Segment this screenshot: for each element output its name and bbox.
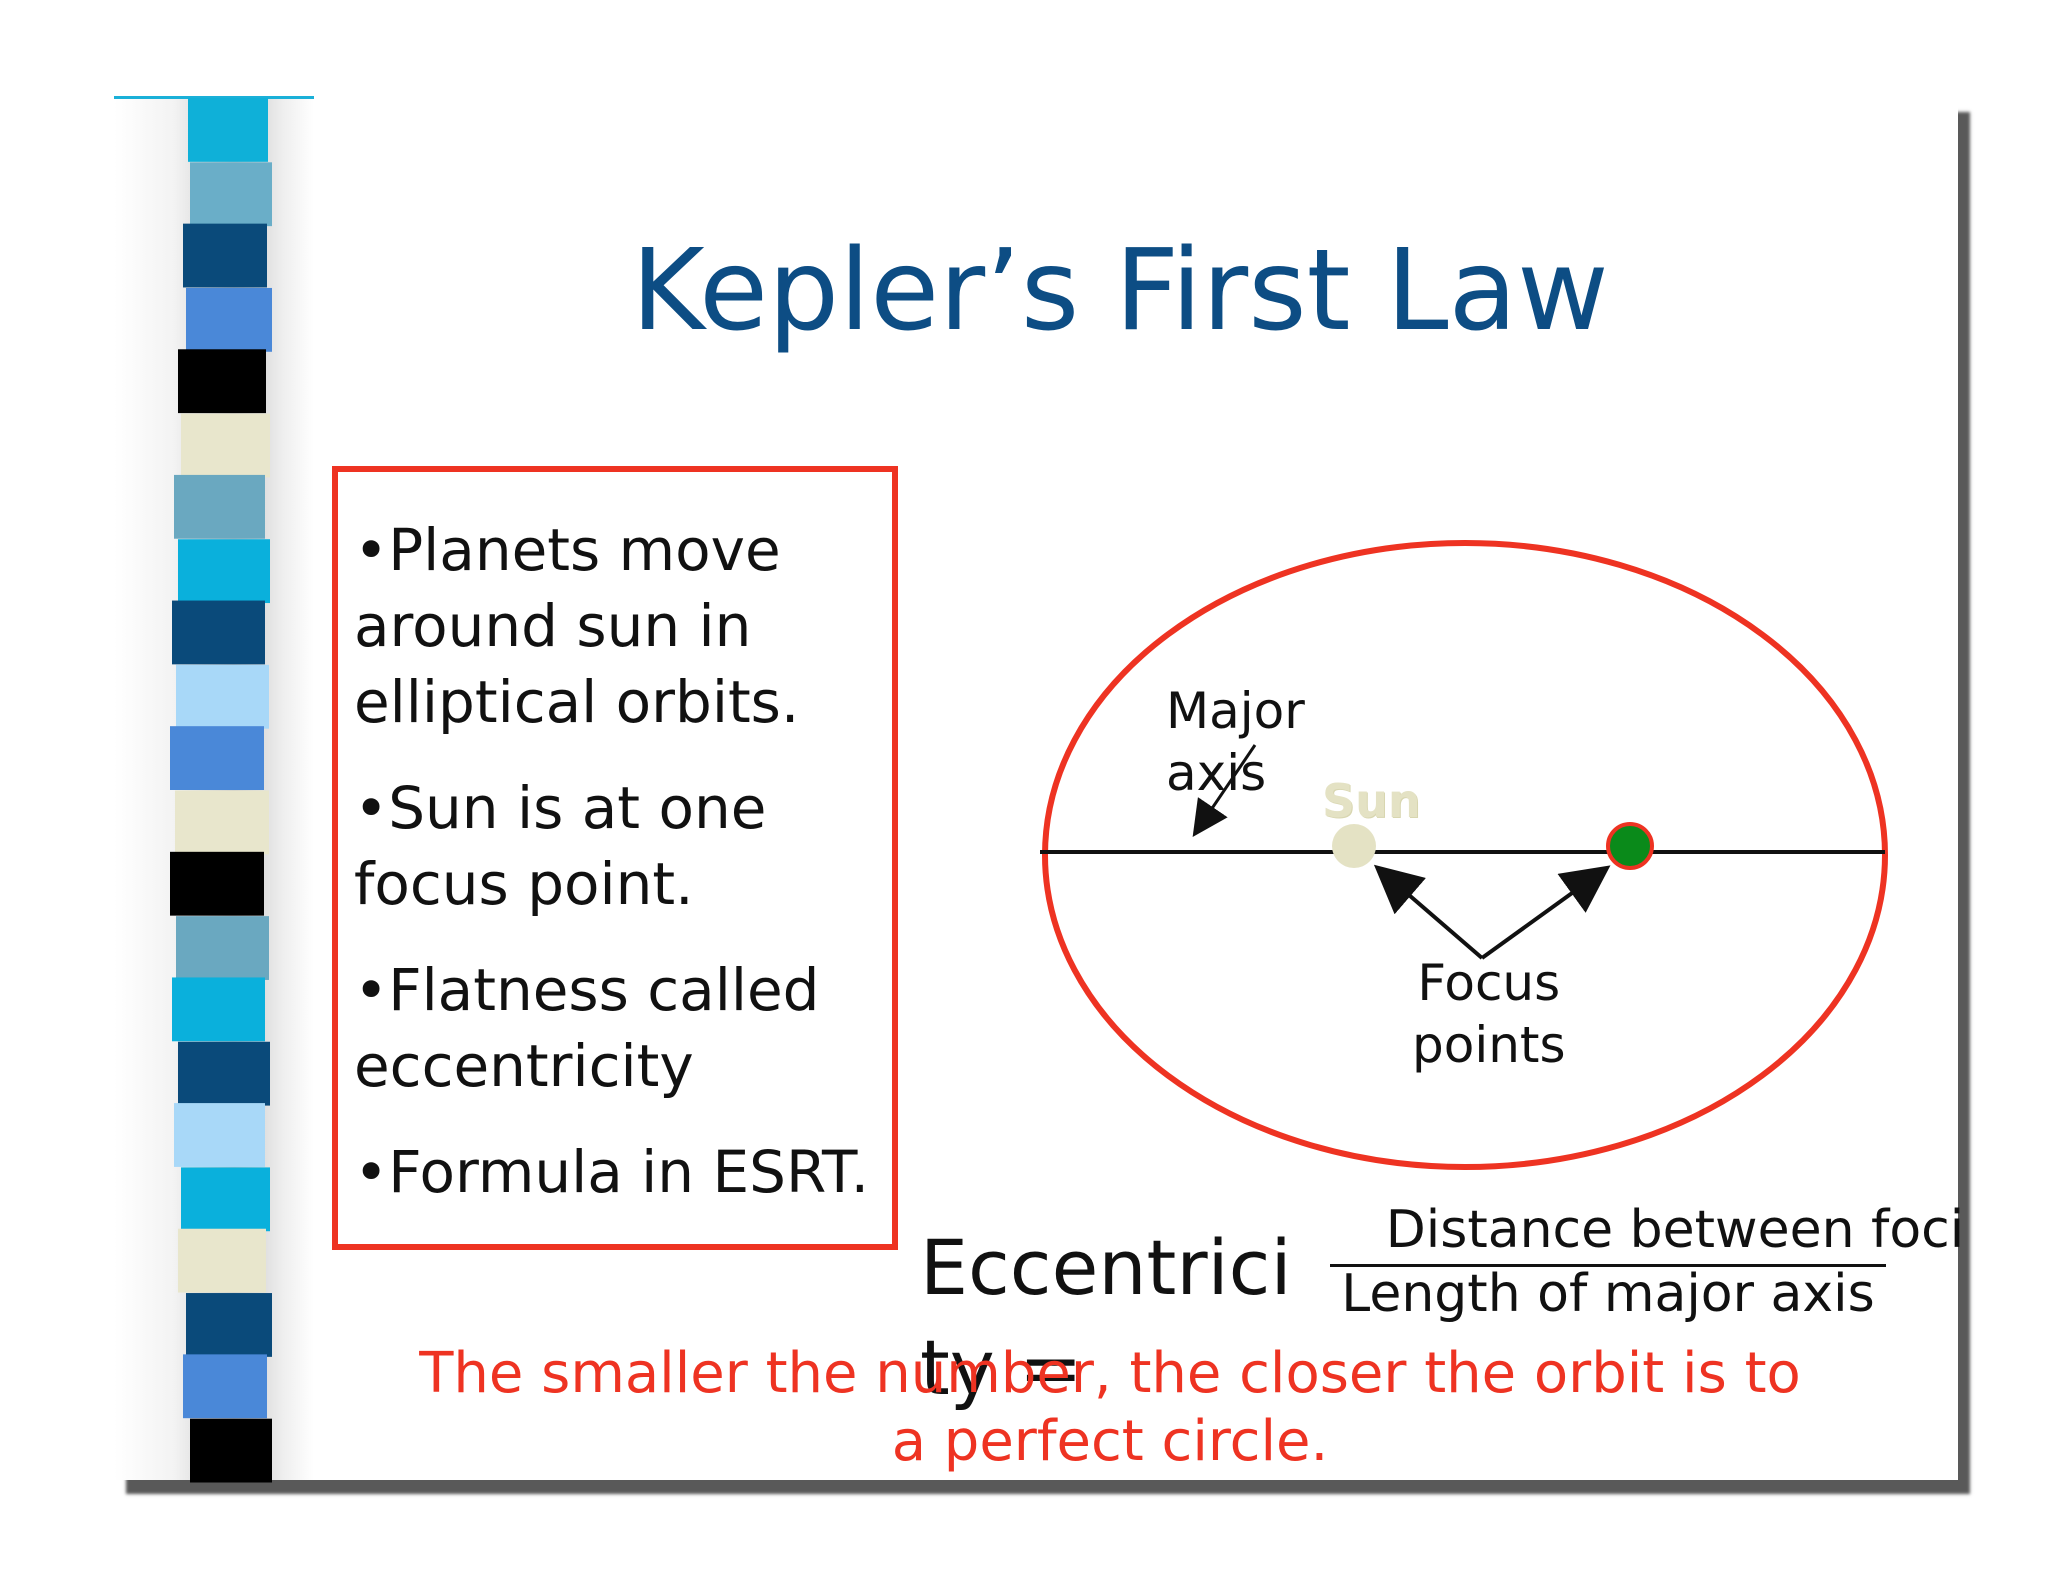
fraction-bar — [1330, 1264, 1886, 1267]
focus-arrow-right — [1480, 865, 1611, 960]
circle-note: The smaller the number, the closer the o… — [419, 1341, 1801, 1474]
major-axis-label: Major axis — [1166, 682, 1305, 802]
decorative-stripes — [170, 98, 272, 1483]
stripe-band — [172, 600, 265, 665]
focus-points-label: Focus points — [1412, 954, 1566, 1074]
stripe-band — [170, 726, 264, 790]
slide-title: Kepler’s First Law — [631, 226, 1609, 356]
planet-focus-dot — [1606, 822, 1654, 870]
eccentricity-label: Eccentricity = — [920, 1223, 1292, 1412]
stripe-band — [178, 1228, 266, 1293]
major-axis-arrow — [1192, 744, 1257, 837]
stripe-band — [175, 790, 269, 855]
stripe-band — [176, 916, 269, 980]
stripe-band — [172, 977, 265, 1042]
stripe-band — [183, 223, 267, 288]
formula-numerator: Distance between foci — [1385, 1200, 1965, 1260]
stripe-band — [183, 1354, 267, 1419]
stripe-band — [181, 1167, 270, 1232]
stripe-band — [176, 664, 269, 729]
stripe-band — [174, 474, 265, 539]
stripe-band — [188, 98, 268, 162]
stripe-band — [186, 1293, 272, 1357]
bullet-box: •Planets move around sun in elliptical o… — [332, 466, 898, 1250]
stripe-band — [186, 287, 272, 352]
stripe-band — [190, 162, 272, 227]
stripe-band — [181, 413, 270, 478]
stripe-band — [178, 349, 266, 414]
orbit-ellipse — [1042, 540, 1888, 1170]
stripe-band — [190, 1418, 272, 1483]
bullet-formula: •Formula in ESRT. — [354, 1138, 870, 1206]
sun-label: Sun — [1322, 774, 1421, 828]
stripe-band — [170, 851, 264, 916]
focus-arrow-left — [1373, 864, 1484, 960]
sun-circle — [1332, 824, 1376, 868]
bullet-sun-focus: •Sun is at one focus point. — [354, 774, 767, 918]
bullet-eccentricity: •Flatness called eccentricity — [354, 956, 820, 1100]
stripe-band — [174, 1103, 265, 1167]
top-rule — [114, 96, 314, 99]
formula-denominator: Length of major axis — [1341, 1264, 1875, 1324]
stripe-band — [178, 539, 270, 604]
bullet-planets: •Planets move around sun in elliptical o… — [354, 516, 800, 736]
stripe-band — [178, 1041, 270, 1106]
